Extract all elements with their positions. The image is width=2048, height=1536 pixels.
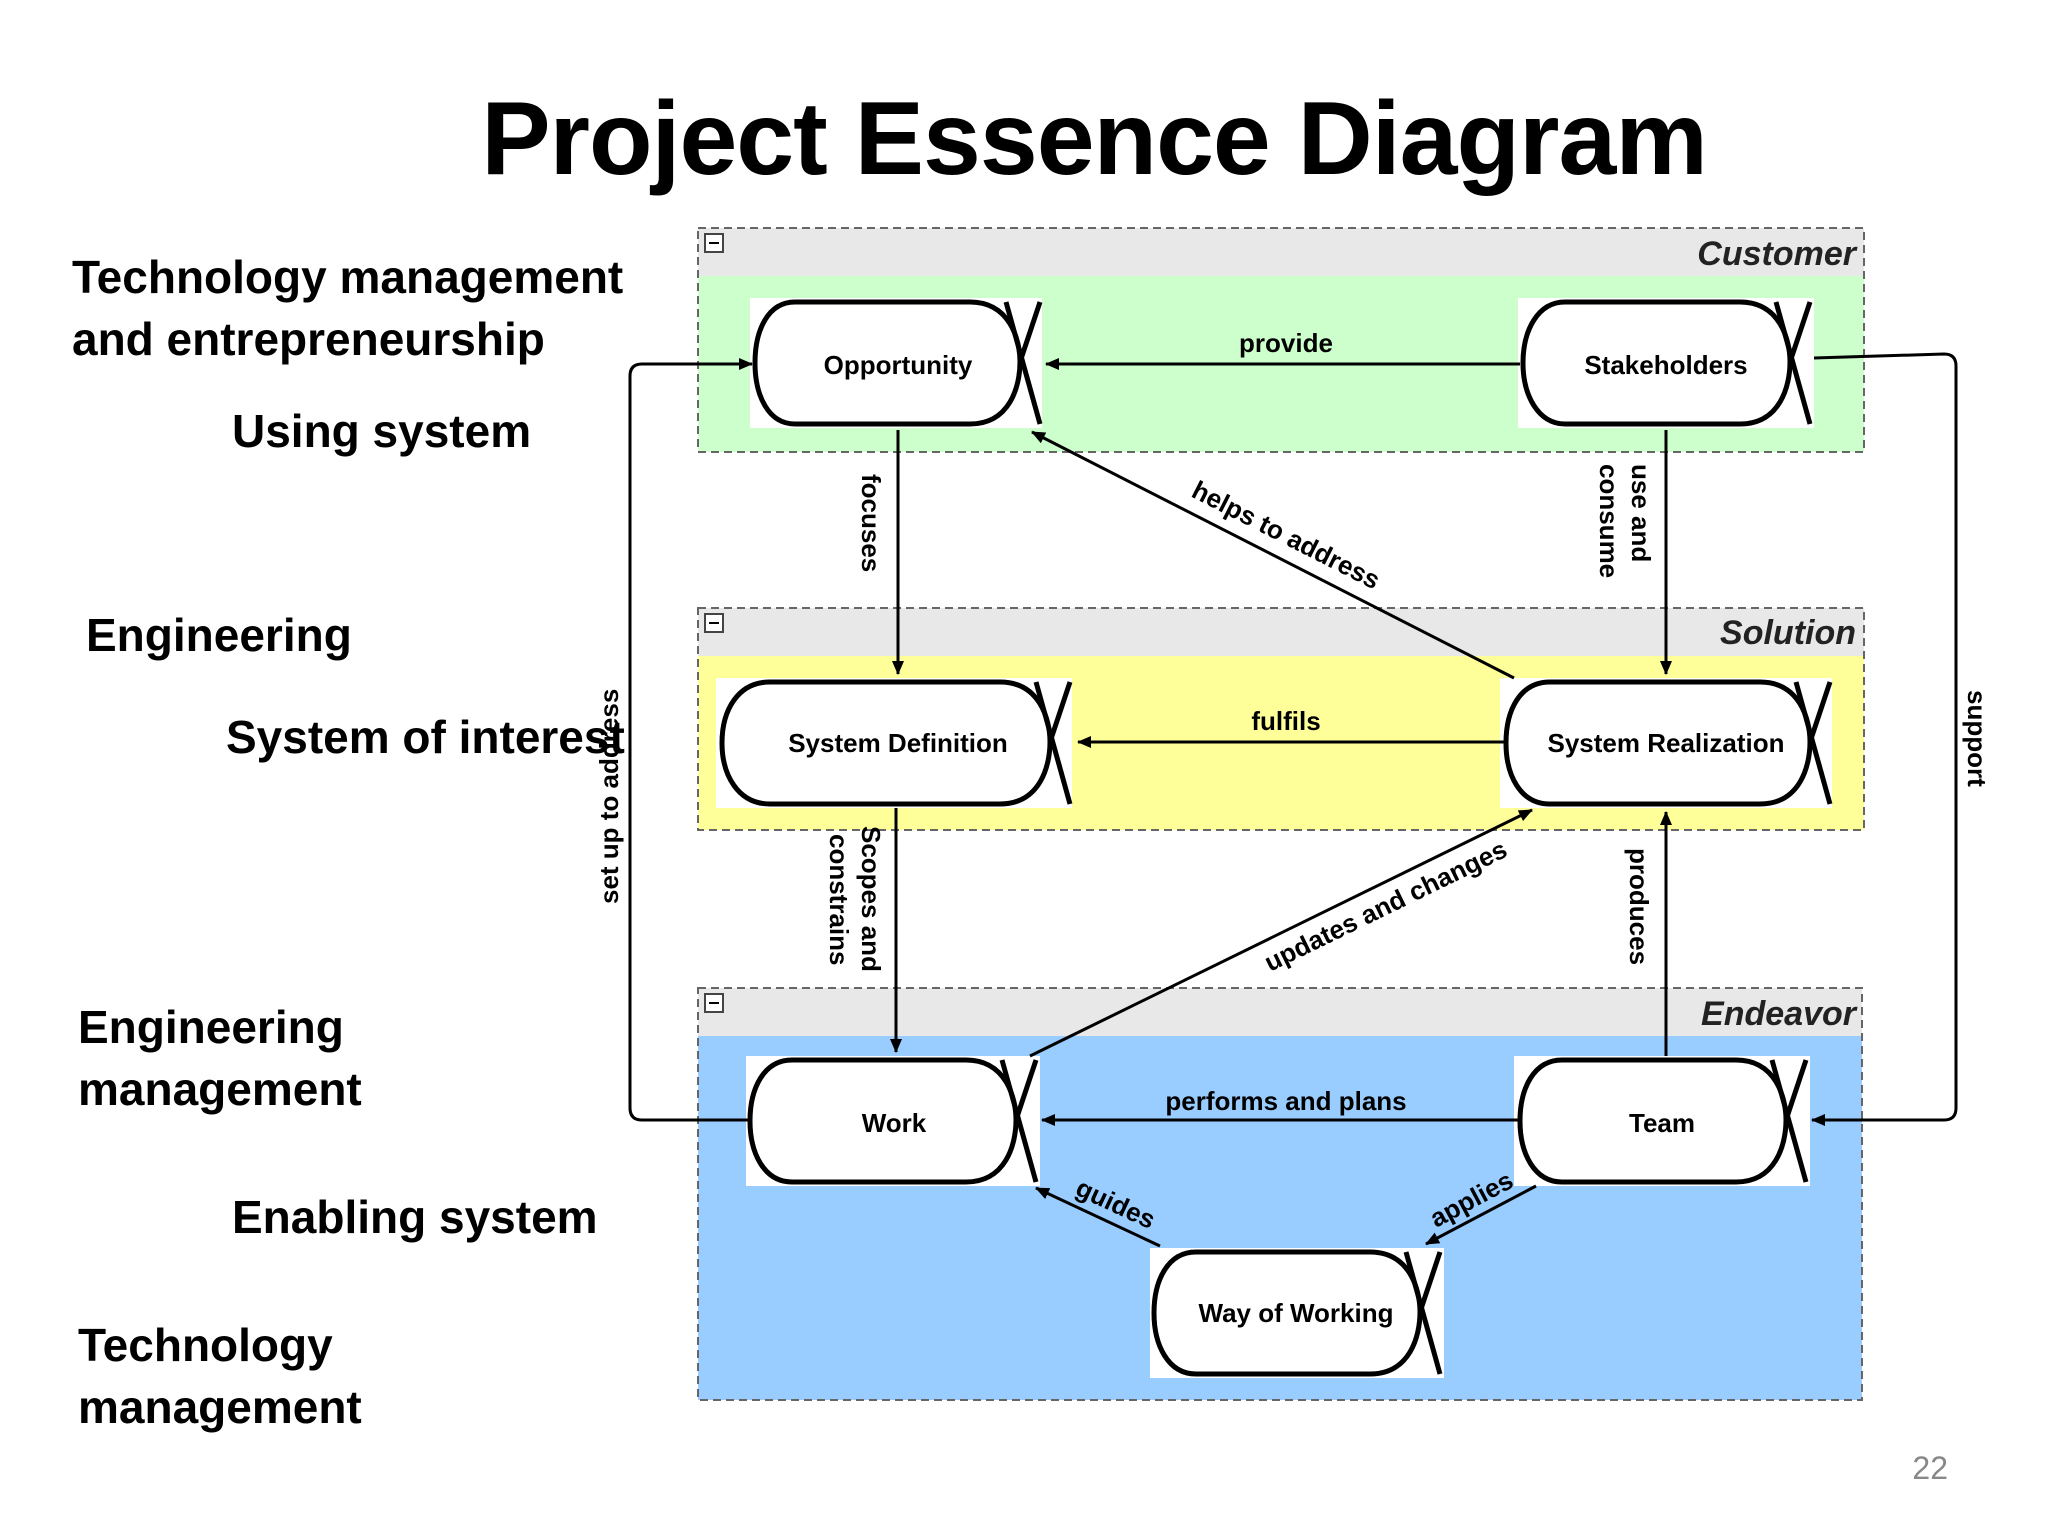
- relation-support: support: [1811, 352, 1992, 1126]
- endeavor-area-header: [698, 988, 1862, 1036]
- page-title: Project Essence Diagram: [481, 81, 1708, 197]
- label-line: management: [78, 1381, 362, 1433]
- alpha-label: System Definition: [788, 728, 1008, 758]
- customer-area-header: [698, 228, 1864, 276]
- relation-fulfils: fulfils: [1077, 706, 1504, 748]
- relation-focuses: focuses: [856, 430, 904, 675]
- relation-label: performs and plans: [1165, 1086, 1406, 1116]
- relation-label: fulfils: [1251, 706, 1320, 736]
- label-using-system: Using system: [232, 405, 532, 457]
- alpha-way-of-working[interactable]: Way of Working: [1150, 1248, 1444, 1378]
- alpha-label: Way of Working: [1199, 1298, 1394, 1328]
- relation-produces: produces: [1624, 811, 1672, 1056]
- relation-label: helps to address: [1187, 475, 1385, 596]
- relation-label: produces: [1624, 848, 1654, 965]
- relation-label: consume: [1594, 464, 1624, 578]
- alpha-label: Team: [1629, 1108, 1695, 1138]
- alpha-opportunity[interactable]: Opportunity: [750, 298, 1043, 428]
- alpha-label: Work: [862, 1108, 927, 1138]
- relation-label: Scopes and: [856, 826, 886, 972]
- label-line: management: [78, 1063, 362, 1115]
- alpha-label: System Realization: [1548, 728, 1785, 758]
- relation-performs-and-plans: performs and plans: [1041, 1086, 1518, 1126]
- relation-label: use and: [1626, 464, 1656, 562]
- relation-scopes-and-constrains: Scopes and constrains: [824, 808, 902, 1053]
- alpha-system-realization[interactable]: System Realization: [1500, 678, 1833, 808]
- label-line: Technology: [78, 1319, 333, 1371]
- label-system-of-interest: System of interest: [226, 711, 625, 763]
- alpha-label: Stakeholders: [1584, 350, 1747, 380]
- customer-area-label: Customer: [1697, 235, 1857, 273]
- relation-label: provide: [1239, 328, 1333, 358]
- relation-label: set up to address: [594, 689, 624, 904]
- alpha-stakeholders[interactable]: Stakeholders: [1518, 298, 1814, 428]
- collapse-icon[interactable]: [704, 993, 724, 1013]
- relation-label: constrains: [824, 834, 854, 966]
- collapse-icon[interactable]: [704, 233, 724, 253]
- relation-set-up-to-address: set up to address: [594, 358, 753, 1122]
- relation-label: support: [1962, 690, 1992, 787]
- label-technology-management-entrepreneurship: Technology management and entrepreneursh…: [72, 246, 623, 370]
- collapse-icon[interactable]: [704, 613, 724, 633]
- alpha-work[interactable]: Work: [746, 1056, 1040, 1186]
- label-line: Engineering: [78, 1001, 344, 1053]
- alpha-label: Opportunity: [824, 350, 973, 380]
- endeavor-area-label: Endeavor: [1701, 995, 1858, 1033]
- label-line: Technology management: [72, 251, 624, 303]
- label-engineering-management: Engineering management: [78, 996, 362, 1120]
- label-technology-management: Technology management: [78, 1314, 362, 1438]
- label-enabling-system: Enabling system: [232, 1191, 598, 1243]
- label-line: and entrepreneurship: [72, 313, 545, 365]
- relation-label: updates and changes: [1259, 834, 1511, 978]
- relation-provide: provide: [1045, 328, 1520, 370]
- alpha-team[interactable]: Team: [1514, 1056, 1810, 1186]
- relation-use-and-consume: use and consume: [1594, 430, 1672, 675]
- alpha-system-definition[interactable]: System Definition: [716, 678, 1073, 808]
- solution-area-label: Solution: [1720, 614, 1856, 652]
- page-number: 22: [1912, 1450, 1948, 1486]
- label-engineering: Engineering: [86, 609, 352, 661]
- solution-area-header: [698, 608, 1864, 656]
- relation-label: focuses: [856, 474, 886, 572]
